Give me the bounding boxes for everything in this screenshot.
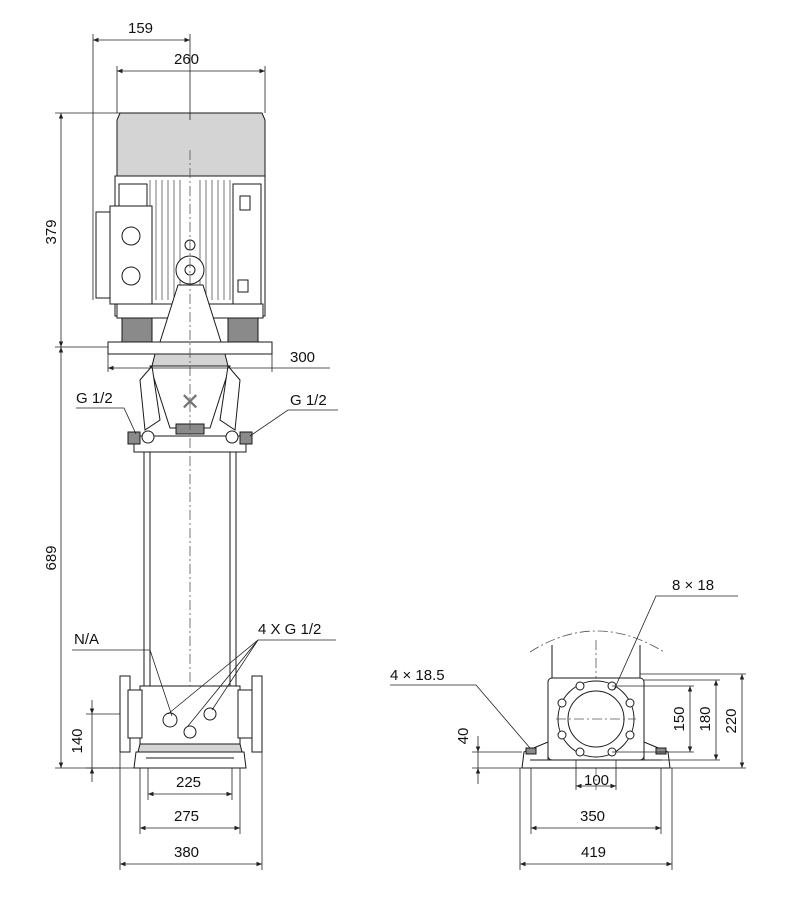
dim-220: 220	[723, 708, 740, 733]
flange-bolt-holes	[557, 681, 635, 757]
pump-sleeve	[143, 150, 237, 690]
dim-300: 300	[290, 349, 315, 366]
dim-40: 40	[455, 728, 472, 745]
dim-379: 379	[43, 219, 60, 244]
side-view: 8 × 18 4 × 18.5 40 150 180 220 100 350 4…	[390, 577, 746, 870]
dim-140: 140	[69, 728, 86, 753]
dim-419: 419	[581, 844, 606, 861]
dim-275: 275	[174, 808, 199, 825]
dim-260: 260	[174, 51, 199, 68]
dim-180: 180	[697, 706, 714, 731]
dim-689: 689	[43, 545, 60, 570]
dim-380: 380	[174, 844, 199, 861]
dim-159: 159	[128, 20, 153, 37]
label-bolt-holes: 8 × 18	[672, 577, 714, 594]
label-na: N/A	[74, 631, 99, 648]
side-dimensions	[390, 595, 746, 870]
dim-100: 100	[584, 772, 609, 789]
label-foot-holes: 4 × 18.5	[390, 667, 445, 684]
pump-base	[119, 675, 263, 769]
front-view: ✕	[43, 20, 338, 870]
dim-150: 150	[671, 706, 688, 731]
label-g-half-left: G 1/2	[76, 390, 113, 407]
front-dimensions	[55, 34, 338, 870]
dim-350: 350	[580, 808, 605, 825]
label-drain-ports: 4 X G 1/2	[258, 621, 321, 638]
dim-225: 225	[176, 774, 201, 791]
label-g-half-right: G 1/2	[290, 392, 327, 409]
